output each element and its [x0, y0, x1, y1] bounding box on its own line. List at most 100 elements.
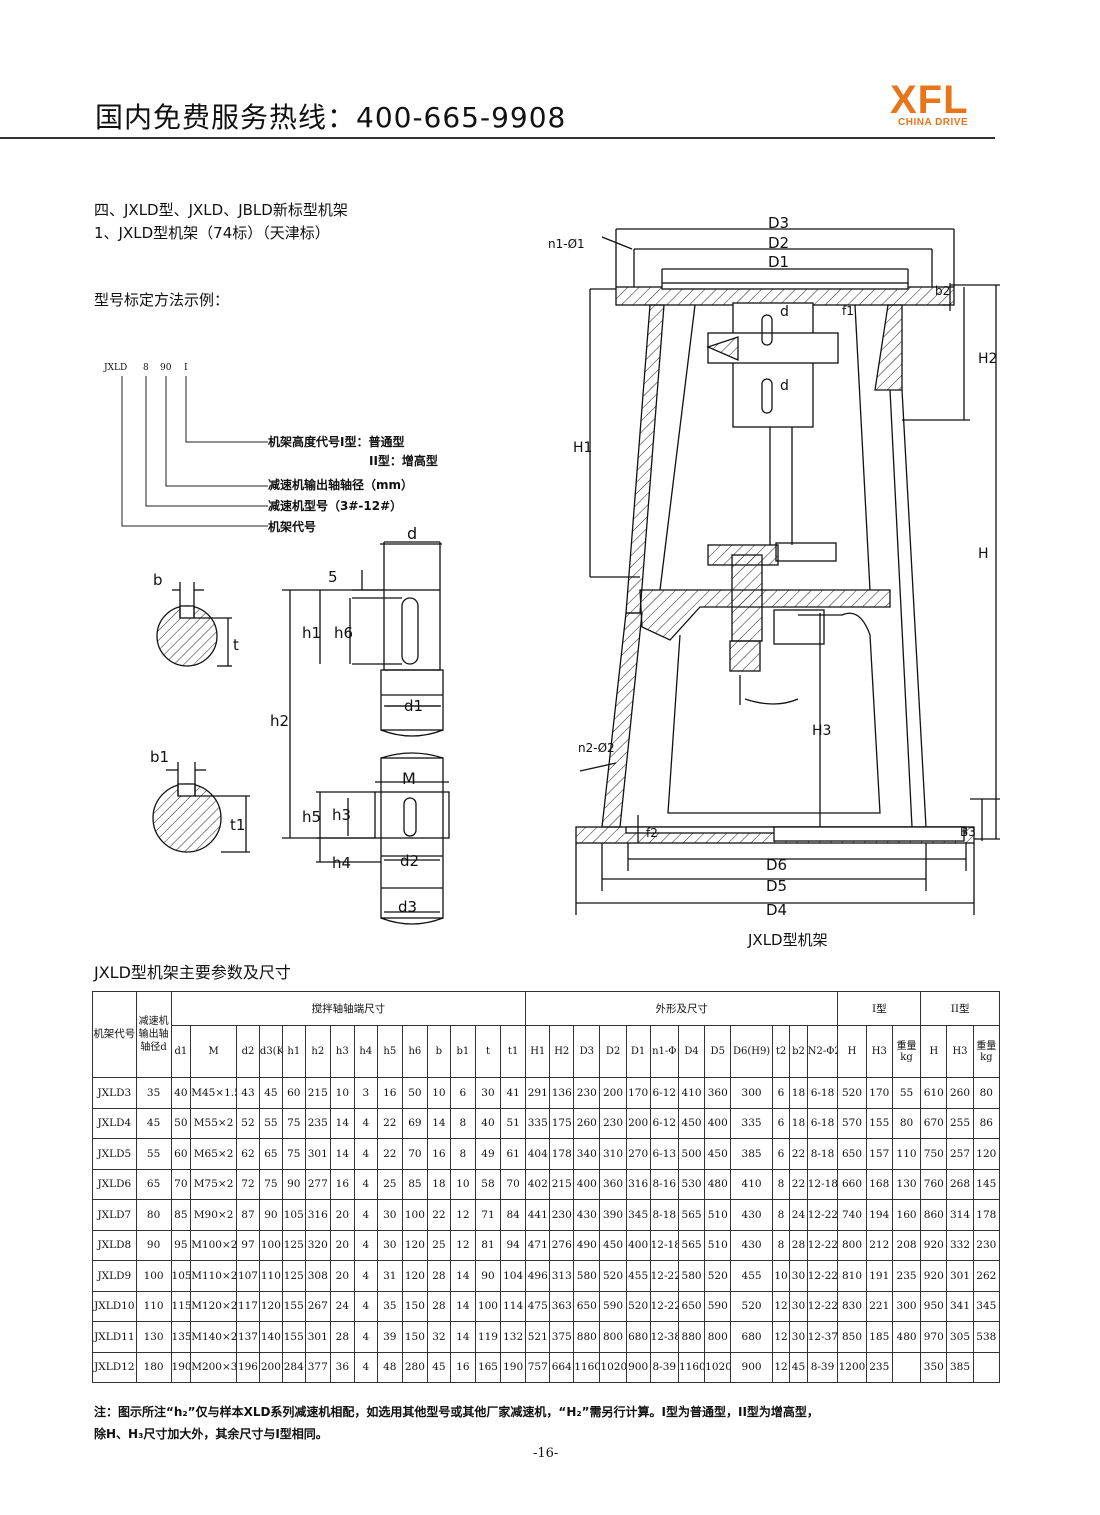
frame-label-h3: H3: [812, 723, 832, 739]
table-cell: 6: [771, 1138, 791, 1170]
table-cell: 212: [865, 1229, 893, 1261]
table-cell: 12-38: [649, 1321, 679, 1353]
col-header: d3(K6): [258, 1025, 283, 1078]
table-cell: 28: [329, 1321, 355, 1353]
table-cell: 72: [236, 1168, 260, 1200]
table-cell: 740: [837, 1199, 867, 1231]
section-title: 四、JXLD型、JXLD、JBLD新标型机架: [94, 201, 348, 219]
table-cell: 14: [449, 1290, 476, 1322]
label-t1: t1: [230, 816, 246, 834]
table-cell: 155: [281, 1290, 306, 1322]
table-cell: 12-18: [806, 1168, 839, 1200]
header-type2-group: II型: [920, 991, 1000, 1026]
table-cell: 70: [170, 1168, 192, 1200]
frame-label-f1: f1: [842, 304, 854, 318]
table-cell: 255: [946, 1107, 974, 1139]
table-cell: 80: [891, 1107, 922, 1139]
table-cell: 350: [920, 1351, 948, 1383]
frame-label-d2: D2: [768, 234, 790, 252]
table-cell: 363: [549, 1290, 575, 1322]
table-cell: 6: [771, 1077, 791, 1109]
table-cell: 920: [920, 1229, 948, 1261]
table-cell: 114: [500, 1290, 527, 1322]
model-code-part-height: I: [184, 363, 188, 373]
col-header: H: [920, 1025, 948, 1078]
table-cell: 14: [449, 1321, 476, 1353]
table-cell: 30: [789, 1290, 808, 1322]
table-cell: 36: [329, 1351, 355, 1383]
table-cell: 97: [236, 1229, 260, 1261]
table-cell: 320: [304, 1229, 331, 1261]
table-cell: 84: [500, 1199, 527, 1231]
col-header: b1: [449, 1025, 476, 1078]
header-rule: [0, 137, 995, 139]
table-cell: 235: [304, 1107, 331, 1139]
table-cell: 45: [135, 1107, 172, 1139]
table-cell: 168: [865, 1168, 893, 1200]
table-cell: 4: [353, 1107, 378, 1139]
parameters-table: 机架代号 减速机输出轴轴径d 搅拌轴轴端尺寸 外形及尺寸 I型 II型 d1 M…: [92, 991, 1001, 1383]
frame-label-n2: n2-Ø2: [578, 741, 615, 755]
table-cell: [891, 1351, 922, 1383]
table-cell: 45: [789, 1351, 808, 1383]
table-cell: 130: [891, 1168, 922, 1200]
table-cell: 900: [730, 1351, 773, 1383]
table-cell: 267: [304, 1290, 331, 1322]
shaft-detail-drawing: [152, 541, 450, 925]
table-cell: 8: [771, 1199, 791, 1231]
table-cell: 150: [401, 1290, 428, 1322]
table-cell: 200: [599, 1077, 627, 1109]
table-cell: 12: [449, 1229, 476, 1261]
col-header: D3: [573, 1025, 601, 1078]
label-h6: h6: [334, 624, 354, 642]
table-cell: 14: [329, 1138, 355, 1170]
table-cell: 170: [865, 1077, 893, 1109]
logo-sub-text: CHINA DRIVE: [898, 117, 969, 128]
table-cell: 590: [704, 1290, 732, 1322]
table-cell: 22: [376, 1107, 403, 1139]
model-code-part-reducer: 8: [143, 363, 149, 373]
table-cell: 85: [401, 1168, 428, 1200]
table-cell: 520: [837, 1077, 867, 1109]
table-cell: 25: [376, 1168, 403, 1200]
col-header: b2: [789, 1025, 808, 1078]
table-cell: 137: [236, 1321, 260, 1353]
table-cell: 260: [573, 1107, 601, 1139]
model-code-leaders: [121, 376, 268, 527]
table-cell: 140: [258, 1321, 283, 1353]
model-code-part-series: JXLD: [104, 363, 128, 373]
table-cell: 6: [449, 1077, 476, 1109]
table-cell: 75: [258, 1168, 283, 1200]
col-header: h3: [329, 1025, 355, 1078]
col-header: 重量kg: [891, 1025, 922, 1078]
table-cell: 48: [376, 1351, 403, 1383]
table-cell: 268: [946, 1168, 974, 1200]
frame-label-f2: f2: [646, 826, 658, 840]
table-cell: 6-13: [649, 1138, 679, 1170]
table-cell: 30: [789, 1321, 808, 1353]
table-cell-model: JXLD9: [92, 1260, 137, 1292]
table-cell: M75×2: [190, 1168, 238, 1200]
table-cell: 50: [401, 1077, 428, 1109]
col-header: d1: [170, 1025, 192, 1078]
table-cell: 70: [500, 1168, 527, 1200]
table-cell: 170: [625, 1077, 651, 1109]
table-cell: 200: [258, 1351, 283, 1383]
table-cell: 300: [730, 1077, 773, 1109]
table-cell: 340: [573, 1138, 601, 1170]
table-cell: 190: [170, 1351, 192, 1383]
table-cell: 105: [281, 1199, 306, 1231]
table-cell: 39: [376, 1321, 403, 1353]
table-cell: 314: [946, 1199, 974, 1231]
table-cell: 280: [401, 1351, 428, 1383]
hotline-text: 国内免费服务热线：400-665-9908: [95, 101, 567, 134]
table-cell: 970: [920, 1321, 948, 1353]
table-cell: 110: [135, 1290, 172, 1322]
table-cell: 94: [500, 1229, 527, 1261]
col-header: h2: [304, 1025, 331, 1078]
table-cell: 230: [972, 1229, 1001, 1261]
